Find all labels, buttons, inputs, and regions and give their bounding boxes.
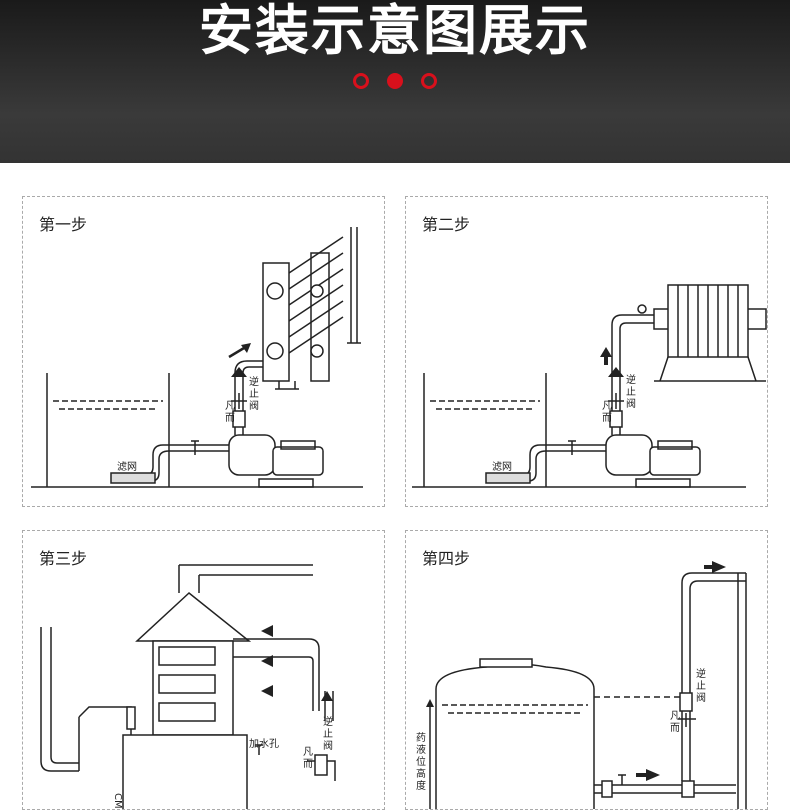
level-label-2: 液: [416, 743, 426, 756]
flange-label-1: 凡: [225, 400, 235, 412]
check-valve-label-2: 止: [696, 680, 706, 692]
flange-label-1: 凡: [602, 400, 612, 412]
dot-filled-icon: [387, 73, 403, 89]
filter-label: 滤网: [117, 460, 137, 473]
step-2-title: 第二步: [422, 215, 471, 234]
level-label-3: 位: [416, 755, 426, 768]
side-mark-label: CM: [112, 793, 123, 809]
filter-label: 滤网: [492, 460, 512, 473]
dot-outline-icon: [353, 73, 369, 89]
water-inlet-label: 加水孔: [249, 738, 279, 750]
check-valve-label-3: 阀: [323, 739, 333, 752]
check-valve-label-2: 止: [323, 728, 333, 740]
level-label-4: 高: [416, 767, 426, 780]
step-4-diagram: 药 液 位 高 度 逆 止 阀 凡 而: [416, 561, 747, 809]
header-banner: 安装示意图展示: [0, 0, 790, 163]
step-1-panel: 第一步: [22, 196, 385, 507]
decor-dots: [0, 73, 790, 89]
flange-label-1: 凡: [670, 710, 680, 722]
step-3-panel: 第三步: [22, 530, 385, 810]
step-1-title: 第一步: [39, 215, 88, 234]
flange-label-2: 而: [670, 722, 680, 734]
check-valve-label-1: 逆: [696, 667, 706, 680]
flange-label-2: 而: [602, 412, 612, 424]
step-4-panel: 第四步 药 液 位 高 度 逆: [405, 530, 768, 810]
dot-outline-icon: [421, 73, 437, 89]
check-valve-label-1: 逆: [626, 373, 636, 386]
check-valve-label-3: 阀: [696, 691, 706, 704]
check-valve-label-3: 阀: [626, 397, 636, 410]
level-label-5: 度: [416, 779, 426, 792]
check-valve-label-1: 逆: [323, 715, 333, 728]
flange-label-2: 而: [225, 412, 235, 424]
level-label-1: 药: [416, 732, 426, 744]
step-3-title: 第三步: [39, 549, 88, 568]
step-4-title: 第四步: [422, 549, 471, 568]
step-2-diagram: 滤网 逆 止 阀 凡 而: [412, 284, 767, 488]
check-valve-label-2: 止: [626, 386, 636, 398]
step-1-diagram: 滤网 逆 止 阀 凡 而: [31, 227, 363, 488]
check-valve-label-3: 阀: [249, 399, 259, 412]
flange-label-2: 而: [303, 758, 313, 770]
page-title: 安装示意图展示: [199, 0, 591, 62]
flange-label-1: 凡: [303, 746, 313, 758]
step-3-diagram: 加水孔 逆 止 阀 凡 而 CM: [40, 564, 336, 809]
check-valve-label-1: 逆: [249, 375, 259, 388]
step-2-panel: 第二步: [405, 196, 768, 507]
check-valve-label-2: 止: [249, 388, 259, 400]
